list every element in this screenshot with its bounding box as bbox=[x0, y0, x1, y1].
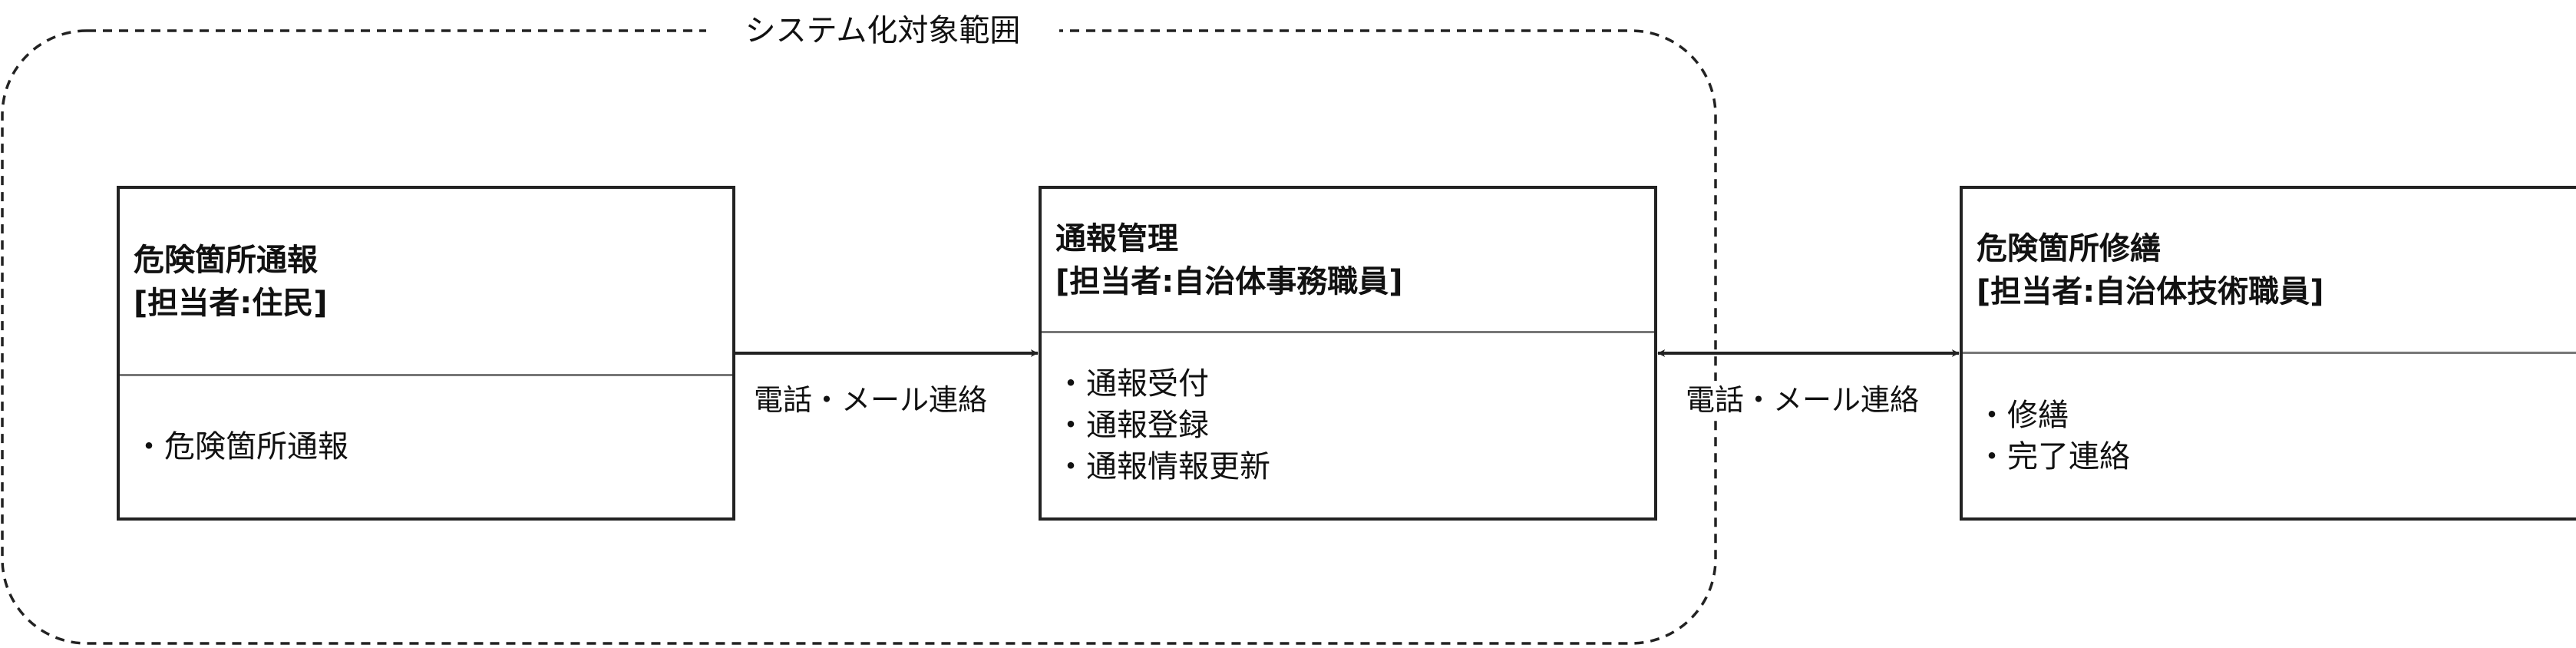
system-scope-label: システム化対象範囲 bbox=[706, 9, 1059, 52]
box-title: 危険箇所修繕 [担当者:自治体技術職員] bbox=[1977, 227, 2324, 313]
box-header: 危険箇所通報 [担当者:住民] bbox=[120, 189, 732, 376]
box-report-management: 通報管理 [担当者:自治体事務職員] ・通報受付 ・通報登録 ・通報情報更新 bbox=[1039, 186, 1657, 521]
task-item: ・危険箇所通報 bbox=[134, 429, 348, 465]
box-body: ・修繕 ・完了連絡 bbox=[1963, 354, 2576, 517]
task-item: ・修繕 bbox=[1977, 397, 2069, 433]
task-item: ・完了連絡 bbox=[1977, 438, 2130, 474]
task-item: ・通報情報更新 bbox=[1055, 449, 1270, 484]
edge-label-management-repair: 電話・メール連絡 bbox=[1686, 381, 1920, 419]
box-title-line1: 危険箇所通報 bbox=[134, 242, 318, 278]
box-header: 通報管理 [担当者:自治体事務職員] bbox=[1042, 189, 1654, 333]
box-body: ・危険箇所通報 bbox=[120, 376, 732, 517]
box-title: 通報管理 [担当者:自治体事務職員] bbox=[1055, 217, 1403, 303]
box-title-line2: [担当者:住民] bbox=[134, 285, 328, 321]
box-hazard-report: 危険箇所通報 [担当者:住民] ・危険箇所通報 bbox=[117, 186, 735, 521]
box-body: ・通報受付 ・通報登録 ・通報情報更新 bbox=[1042, 333, 1654, 517]
edge-label-report-to-management: 電話・メール連絡 bbox=[754, 381, 988, 419]
box-title-line2: [担当者:自治体技術職員] bbox=[1977, 274, 2324, 309]
box-title-line1: 通報管理 bbox=[1055, 220, 1178, 256]
box-title: 危険箇所通報 [担当者:住民] bbox=[134, 239, 328, 325]
box-header: 危険箇所修繕 [担当者:自治体技術職員] bbox=[1963, 189, 2576, 354]
system-scope-boundary bbox=[1, 29, 1717, 645]
box-title-line1: 危険箇所修繕 bbox=[1977, 231, 2161, 266]
box-title-line2: [担当者:自治体事務職員] bbox=[1055, 263, 1403, 299]
box-hazard-repair: 危険箇所修繕 [担当者:自治体技術職員] ・修繕 ・完了連絡 bbox=[1960, 186, 2576, 521]
task-item: ・通報登録 bbox=[1055, 408, 1209, 443]
task-item: ・通報受付 bbox=[1055, 366, 1209, 402]
